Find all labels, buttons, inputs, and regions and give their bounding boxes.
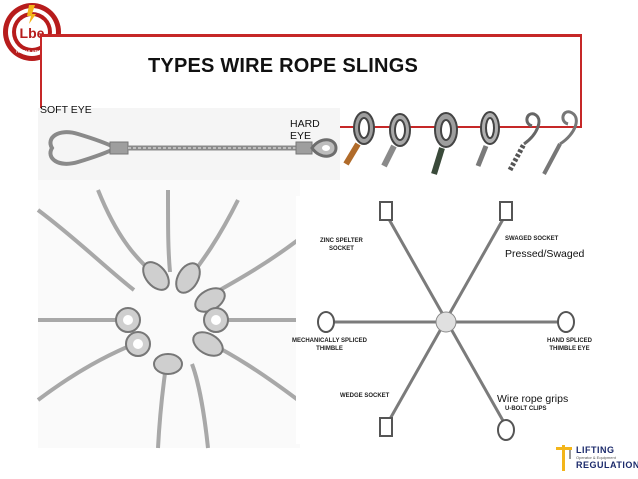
hard-eye-label-line2: EYE xyxy=(290,130,312,142)
thimble-fittings-image xyxy=(343,110,578,175)
u-bolt-clips-label: U-BOLT CLIPS xyxy=(505,406,547,412)
soft-eye-label: SOFT EYE xyxy=(40,104,92,116)
crane-icon xyxy=(556,445,572,471)
lifting-regulations-logo: LIFTING Operator & Equipment REGULATIONS xyxy=(552,439,638,475)
wedge-socket-label: WEDGE SOCKET xyxy=(340,393,390,399)
hard-eye-label-line1: HARD xyxy=(290,118,320,130)
wire-rope-grips-label: Wire rope grips xyxy=(497,393,569,405)
soft-hard-eye-sling-image xyxy=(38,108,340,180)
logo-text: Lbe xyxy=(20,25,45,41)
rope-sling-fan-image xyxy=(36,180,300,449)
hand-spliced-thimble-eye-label: HAND SPLICED THIMBLE EYE xyxy=(547,338,593,352)
zinc-spelter-socket-label: ZINC SPELTER SOCKET xyxy=(320,238,363,252)
lightning-icon xyxy=(27,5,36,24)
mechanically-spliced-thimble-label: MECHANICALLY SPLICED THIMBLE xyxy=(292,338,368,352)
brand-tagline: Operator & Equipment xyxy=(576,455,616,460)
pressed-swaged-label: Pressed/Swaged xyxy=(505,248,585,260)
slide-title: TYPES WIRE ROPE SLINGS xyxy=(148,55,418,77)
brand-line1: LIFTING xyxy=(576,445,615,455)
logo-subtext: REGULATIONS xyxy=(16,49,48,54)
wire-rope-end-fittings-diagram xyxy=(296,196,596,444)
swaged-socket-label: SWAGED SOCKET xyxy=(505,236,559,242)
brand-line2: REGULATIONS xyxy=(576,460,638,470)
